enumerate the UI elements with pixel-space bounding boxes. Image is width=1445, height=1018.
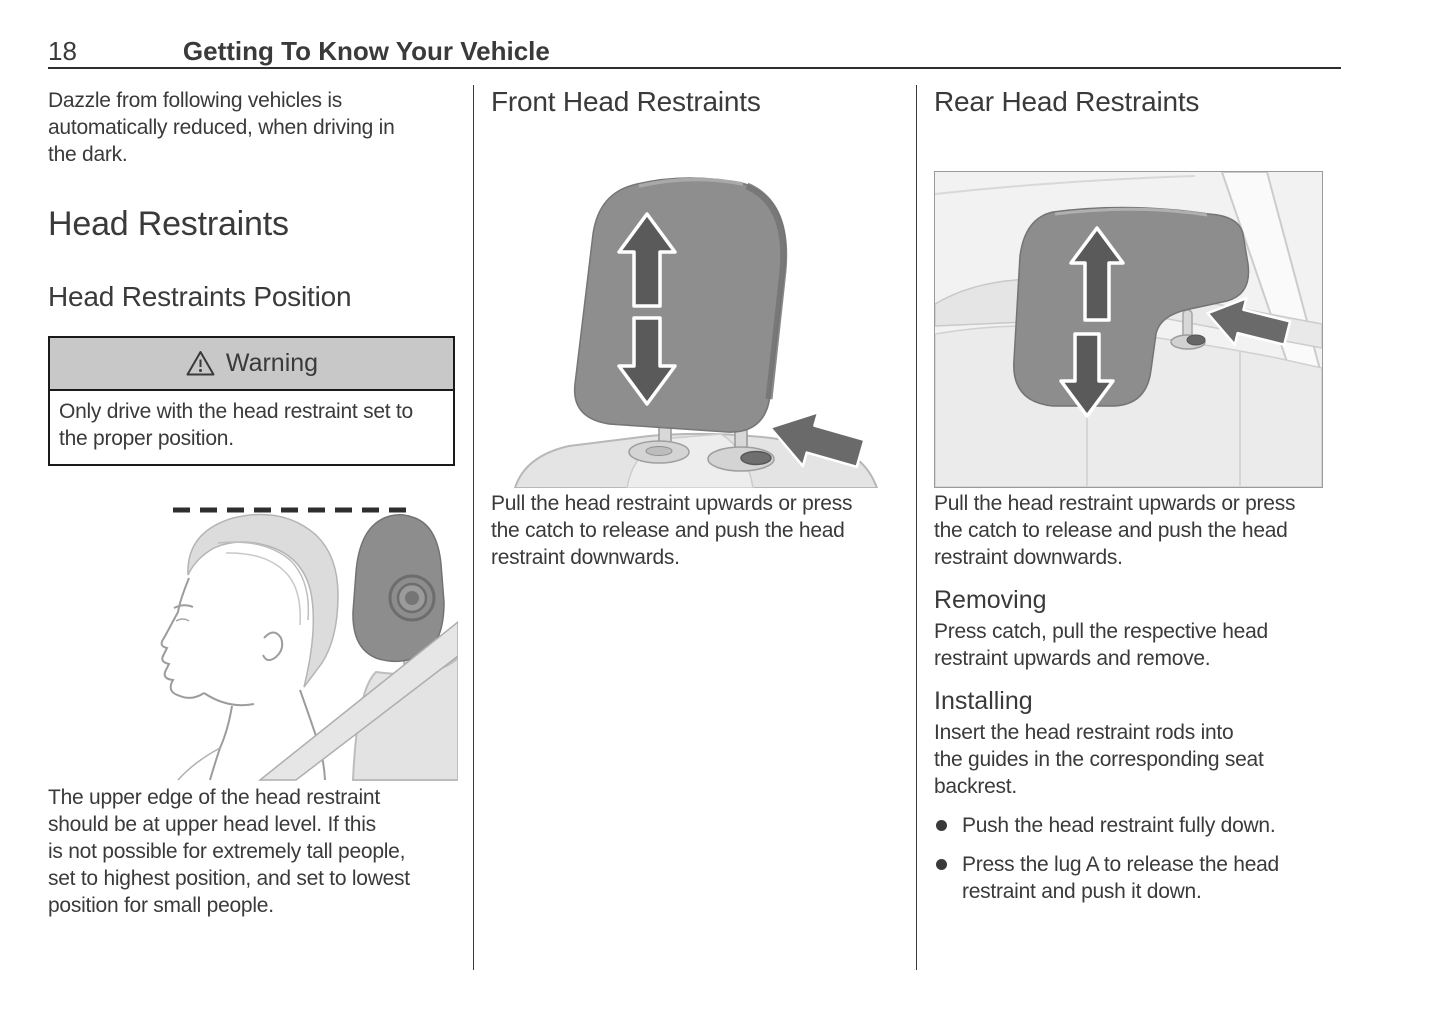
down-arrow-icon [616, 316, 677, 406]
bullet-text: Press the lug A to release the head rest… [962, 853, 1279, 903]
removing-paragraph: Press catch, pull the respective head re… [934, 620, 1268, 670]
list-item: Push the head restraint fully down. [934, 812, 1341, 839]
list-item: Press the lug A to release the head rest… [934, 851, 1341, 905]
restraint-knob-outer [388, 574, 436, 622]
warning-triangle-icon [185, 349, 216, 378]
warning-box-header: Warning [50, 338, 453, 391]
left-column: Dazzle from following vehicles is automa… [48, 85, 458, 970]
installing-paragraph: Insert the head restraint rods into the … [934, 721, 1264, 798]
position-paragraph: The upper edge of the head restraint sho… [48, 786, 410, 917]
front-restraint-paragraph: Pull the head restraint upwards or press… [491, 492, 853, 569]
bullet-icon [936, 859, 947, 870]
warning-label: Warning [225, 349, 319, 377]
page-header: 18 Getting To Know Your Vehicle [48, 36, 1341, 67]
content-columns: Dazzle from following vehicles is automa… [48, 85, 1341, 970]
subsection-heading: Head Restraints Position [48, 281, 352, 312]
bullet-icon [936, 820, 947, 831]
person-face [160, 577, 205, 699]
section-heading: Head Restraints [48, 205, 289, 243]
head-restraint [573, 177, 786, 433]
page-number: 18 [48, 36, 77, 66]
front-head-restraints-heading: Front Head Restraints [491, 86, 761, 117]
right-column: Rear Head Restraints [934, 85, 1341, 970]
warning-box: Warning Only drive with the head restrai… [48, 336, 455, 466]
column-divider-1 [472, 85, 474, 970]
down-arrow-icon [1059, 332, 1115, 418]
warning-body: Only drive with the head restraint set t… [59, 400, 413, 450]
release-catch [1186, 334, 1206, 346]
person-ear [262, 631, 284, 661]
catch-arrow-icon [1206, 296, 1292, 346]
restraint-knob-inner [405, 591, 419, 605]
release-catch [739, 450, 772, 466]
rear-restraint-paragraph: Pull the head restraint upwards or press… [934, 492, 1296, 569]
up-arrow-icon [1069, 226, 1125, 322]
front-head-restraint-illustration [513, 177, 878, 488]
column-divider-2 [915, 85, 917, 970]
removing-heading: Removing [934, 586, 1047, 614]
person-hair [187, 513, 339, 688]
page-title: Getting To Know Your Vehicle [182, 36, 550, 66]
up-arrow-icon [616, 212, 677, 308]
head-restraint-position-illustration [160, 507, 458, 781]
rear-head-restraints-heading: Rear Head Restraints [934, 86, 1200, 117]
header-rule [48, 67, 1341, 69]
middle-column: Front Head Restraints [491, 85, 898, 970]
seatbelt [257, 621, 458, 781]
intro-paragraph: Dazzle from following vehicles is automa… [48, 89, 395, 166]
installing-heading: Installing [934, 687, 1033, 715]
rear-head-restraint-illustration [934, 171, 1323, 488]
bullet-text: Push the head restraint fully down. [962, 814, 1276, 837]
catch-arrow-icon [768, 410, 866, 469]
